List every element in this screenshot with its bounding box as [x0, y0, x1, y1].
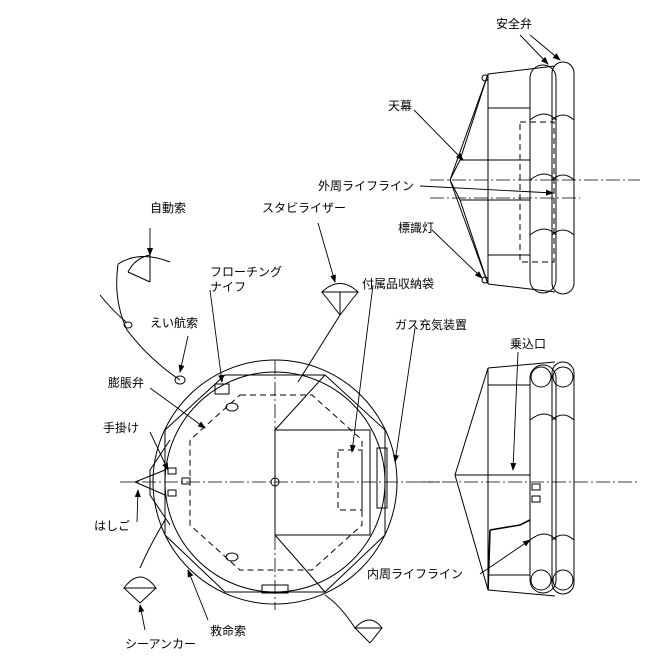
label-sea-anchor: シーアンカー	[125, 637, 196, 651]
label-floating-knife-1: フローチング	[210, 265, 282, 279]
label-marker-light: 標識灯	[398, 221, 434, 235]
label-boarding: 乗込口	[510, 337, 546, 351]
label-painter: えい航索	[150, 315, 198, 330]
label-floating-knife-2: ナイフ	[210, 280, 246, 294]
label-gas-inflation: ガス充気装置	[395, 317, 467, 332]
label-inner-lifeline: 内周ライフライン	[367, 567, 463, 581]
label-safety-valve: 安全弁	[496, 16, 532, 31]
label-rescue-line: 救命索	[210, 623, 246, 638]
labels: 安全弁 天幕 外周ライフライン 標識灯 自動索 スタビライザー フローチング ナ…	[94, 16, 546, 651]
painter-line	[99, 254, 186, 385]
label-ladder: はしご	[94, 518, 130, 533]
label-inflation-valve: 膨脹弁	[108, 375, 144, 390]
canopy-side-view	[430, 61, 640, 295]
label-outer-lifeline: 外周ライフライン	[318, 179, 414, 193]
label-stabilizer: スタビライザー	[262, 201, 346, 215]
sea-anchor	[123, 519, 166, 604]
label-accessory-bag: 付属品収納袋	[362, 277, 434, 291]
label-handhold: 手掛け	[103, 420, 139, 435]
stabilizer-chute	[297, 283, 360, 383]
label-canopy: 天幕	[388, 99, 412, 113]
raft-plan-view	[120, 359, 440, 610]
label-automatic-line: 自動索	[150, 201, 186, 215]
trailing-anchor	[324, 594, 384, 644]
raft-side-view	[420, 361, 640, 597]
leader-lines	[134, 34, 561, 631]
